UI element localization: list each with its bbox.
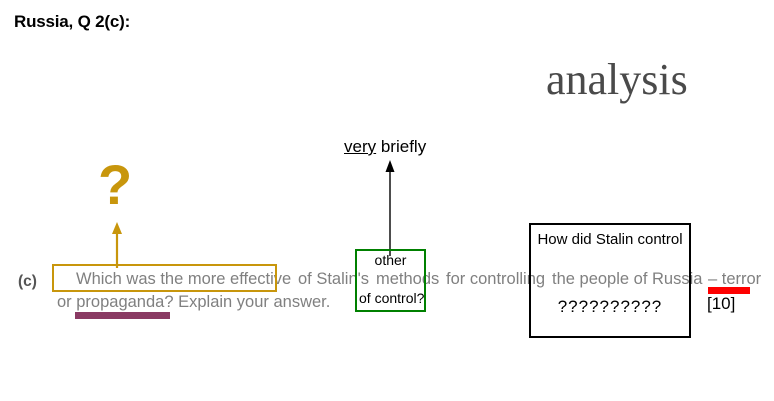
theme-word-analysis: analysis — [546, 55, 688, 104]
question-line-two: or propaganda? Explain your answer. — [57, 293, 331, 311]
arrow-green-box-to-very-briefly — [385, 160, 395, 256]
annotation-very-briefly: very briefly — [344, 137, 426, 157]
callout-black-line-1: How did Stalin control — [537, 231, 683, 248]
question-segment-methods: methods — [376, 270, 440, 288]
question-segment-the-people-of-russia: the people of Russia — [552, 270, 703, 288]
question-segment-of-stalins: of Stalin's — [298, 270, 370, 288]
callout-box-black — [529, 223, 691, 338]
callout-green-line-2: of control? — [359, 290, 425, 306]
red-highlight-bar — [708, 287, 750, 294]
annotation-briefly: briefly — [376, 137, 427, 156]
orange-question-mark-icon: ? — [98, 153, 133, 216]
page-title: Russia, Q 2(c): — [14, 12, 131, 31]
callout-black-line-2: ?????????? — [557, 297, 663, 316]
purple-highlight-bar — [75, 312, 170, 319]
callout-green-line-1: other — [374, 252, 407, 268]
marks-allocation: [10] — [707, 294, 736, 313]
question-segment-dash-terror: – terror — [708, 270, 762, 288]
question-segment-boxed: Which was the more effective — [76, 270, 292, 288]
callout-box-green — [355, 249, 426, 312]
question-part-label: (c) — [18, 273, 37, 290]
annotation-very-underlined: very — [344, 137, 377, 156]
arrow-orange-box-to-question-mark — [112, 222, 122, 268]
callout-box-orange — [52, 264, 277, 292]
question-segment-for-controlling: for controlling — [446, 270, 546, 288]
